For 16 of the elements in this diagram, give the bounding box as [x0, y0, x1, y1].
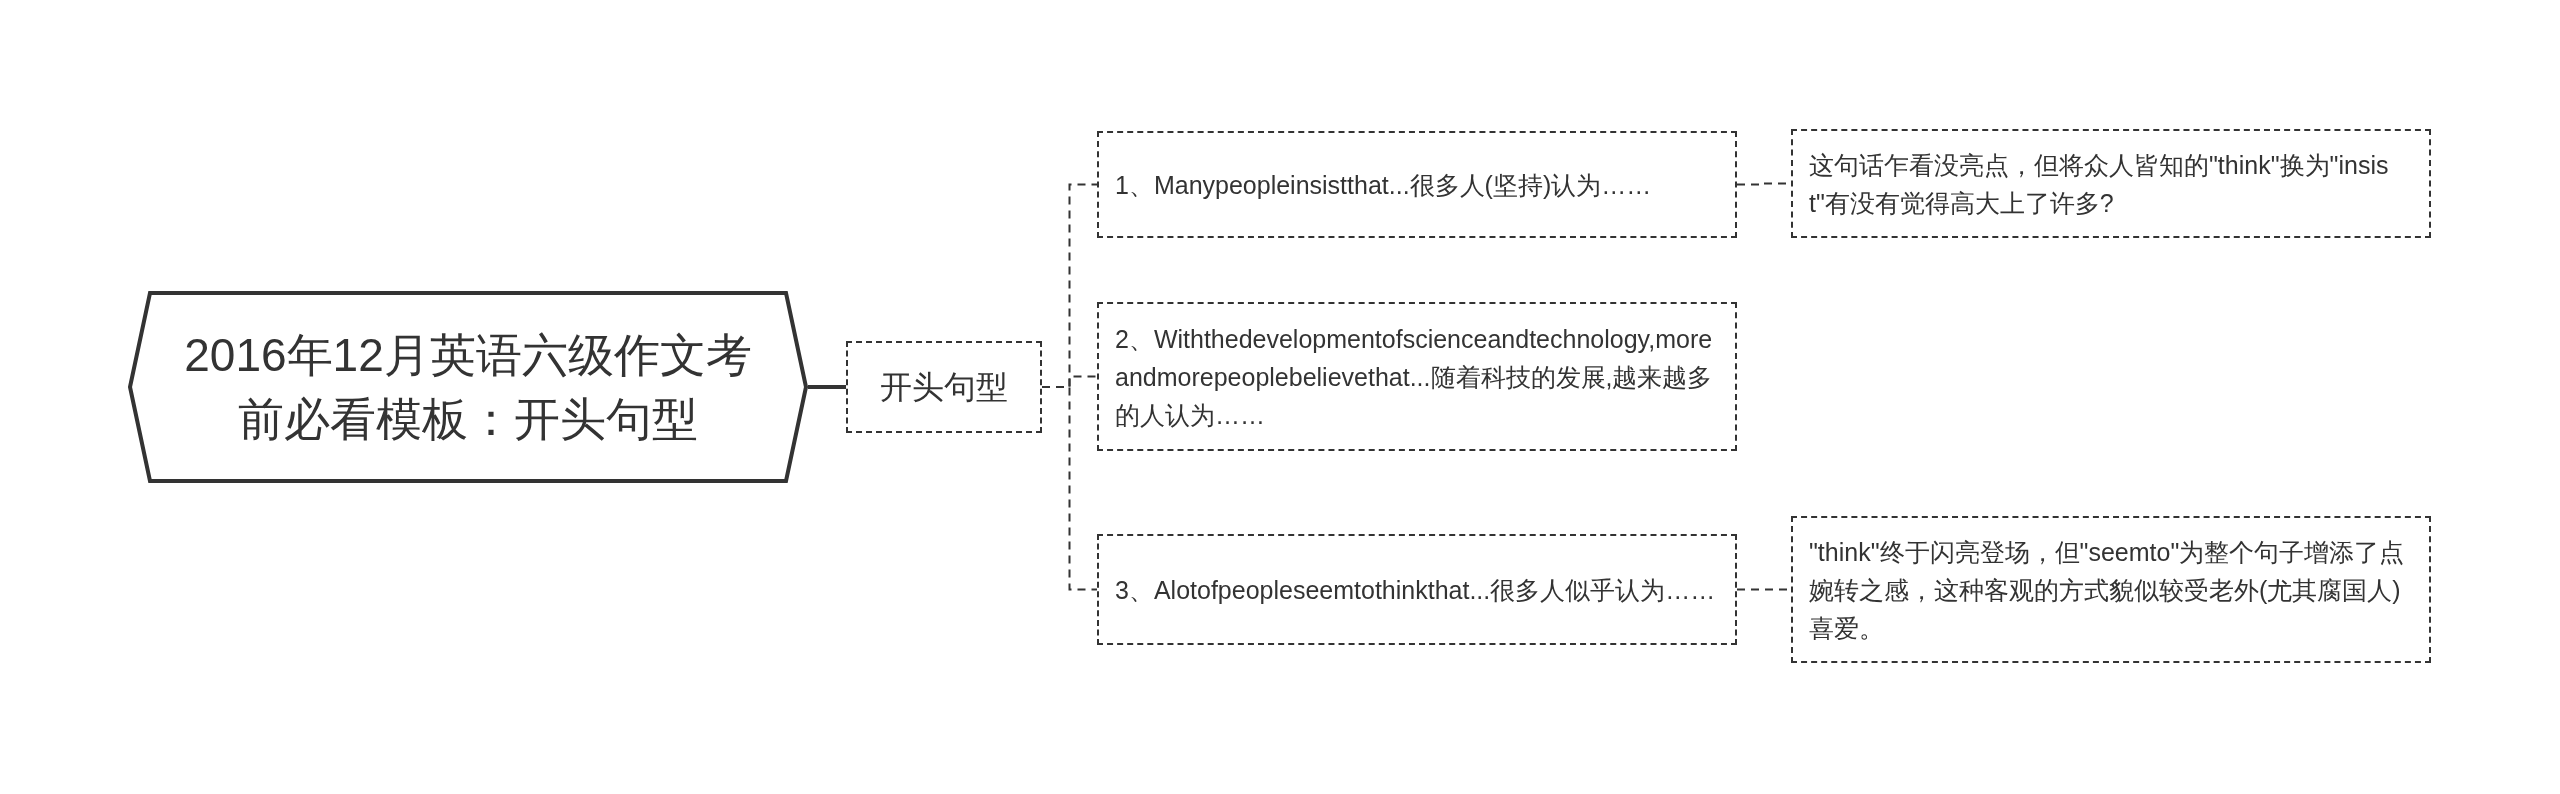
topic-box [846, 341, 1042, 433]
body-text: 3、Alotofpeopleseemtothinkthat...很多人似乎认为…… [1115, 574, 1717, 606]
text-box [1791, 129, 2431, 238]
connector-line [1041, 386, 1098, 591]
text-box [1097, 534, 1737, 645]
topic-label: 开头句型 [880, 368, 1008, 407]
connector-line [808, 385, 846, 389]
body-text: "think"终于闪亮登场，但"seemto"为整个句子增添了点婉转之感，这种客观的方式貌似较受老外(尤其腐国人)喜爱。 [1809, 536, 2406, 644]
text-box [1097, 302, 1737, 451]
root-title: 2016年12月英语六级作文考前必看模板：开头句型 [183, 328, 753, 447]
text-box [1097, 131, 1737, 238]
body-text: 这句话乍看没亮点，但将众人皆知的"think"换为"insist"有没有觉得高大上了许多? [1809, 149, 2390, 219]
text-box [1791, 516, 2431, 663]
body-text: 2、Withthedevelopmentofscienceandtechnology,moreandmorepeoplebelievethat...随着科技的发展,越来越多的人认为…… [1115, 323, 1714, 431]
root-topic-hexagon [128, 291, 808, 483]
body-text: 1、Manypeopleinsistthat...很多人(坚持)认为…… [1115, 169, 1653, 201]
